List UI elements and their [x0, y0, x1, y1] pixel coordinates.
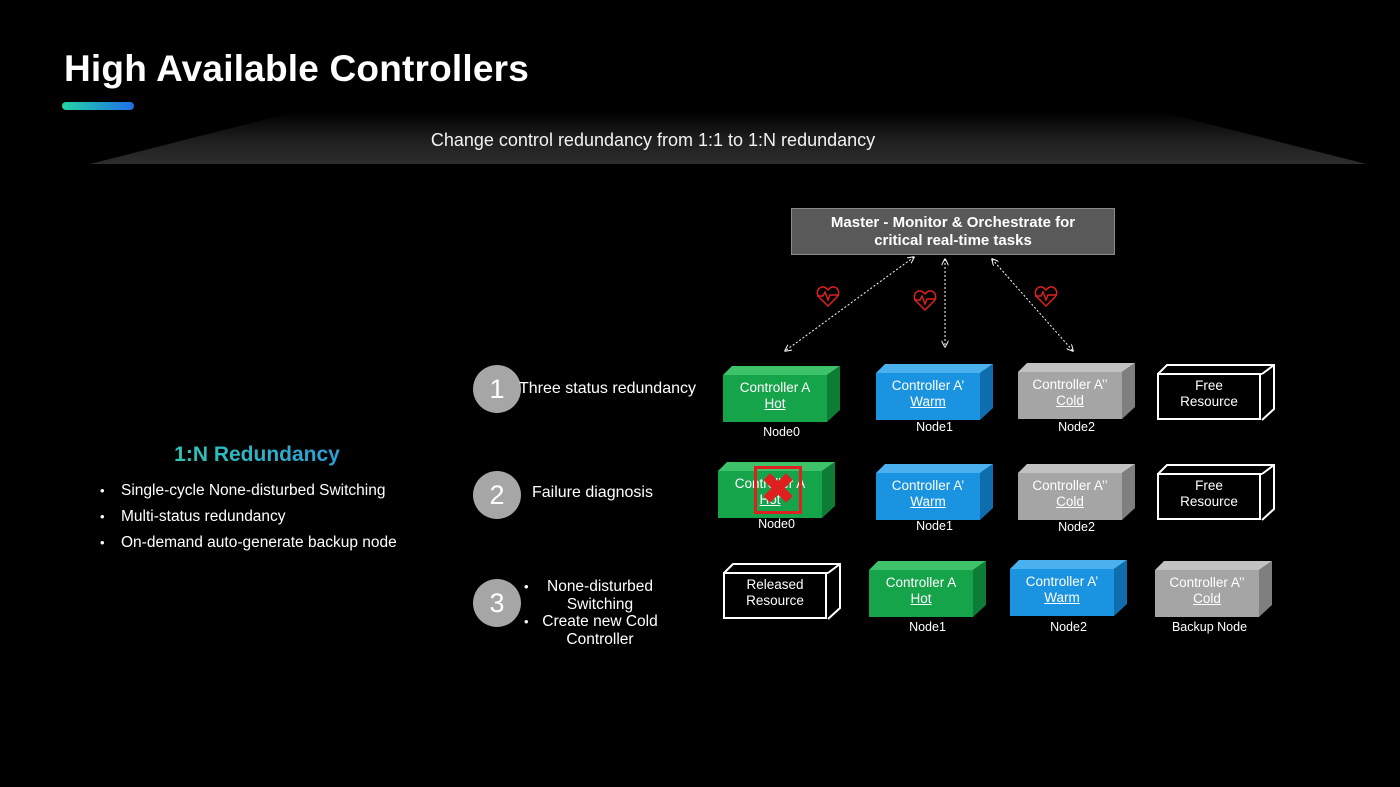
- node-label: Node2: [1058, 420, 1095, 434]
- step-3-circle: 3: [473, 579, 521, 627]
- redundancy-heading: 1:N Redundancy: [112, 443, 402, 467]
- node-label: Node0: [763, 425, 800, 439]
- controller-a-cold-box: Controller A’’Cold: [1155, 561, 1272, 617]
- node-label: Node0: [758, 517, 795, 531]
- master-line-2: critical real-time tasks: [874, 232, 1032, 249]
- heartbeat-icon: [913, 290, 937, 312]
- bullet-item: Single-cycle None-disturbed Switching: [100, 480, 397, 506]
- connection-arrow: [785, 257, 914, 351]
- slide-title: High Available Controllers: [64, 48, 530, 89]
- redundancy-bullet-list: Single-cycle None-disturbed Switching Mu…: [100, 480, 397, 558]
- subtitle: Change control redundancy from 1:1 to 1:…: [430, 130, 876, 150]
- step-3-item: Create new Cold Controller: [520, 613, 680, 648]
- node-label: Node2: [1058, 520, 1095, 534]
- subtitle-banner: [90, 112, 1366, 164]
- heartbeat-icon: [1034, 286, 1058, 308]
- controller-a-warm-box: Controller A’Warm: [876, 364, 993, 420]
- master-orchestrator-box: Master - Monitor & Orchestrate for criti…: [791, 208, 1115, 255]
- bullet-item: On-demand auto-generate backup node: [100, 532, 397, 558]
- controller-a-warm-box: Controller A’Warm: [876, 464, 993, 520]
- controller-a-cold-box: Controller A’’Cold: [1018, 464, 1135, 520]
- failure-x-icon: ✖: [754, 466, 802, 514]
- connection-arrow: [992, 259, 1073, 351]
- controller-a-cold-box: Controller A’’Cold: [1018, 363, 1135, 419]
- heartbeat-icon: [816, 286, 840, 308]
- node-label: Node1: [909, 620, 946, 634]
- step-1-label: Three status redundancy: [519, 380, 696, 397]
- step-2-label: Failure diagnosis: [532, 484, 653, 501]
- controller-a-warm-box: Controller A’Warm: [1010, 560, 1127, 616]
- title-accent-bar: [62, 102, 134, 110]
- step-2-circle: 2: [473, 471, 521, 519]
- node-label: Node1: [916, 519, 953, 533]
- bullet-item: Multi-status redundancy: [100, 506, 397, 532]
- step-3-item: None-disturbed Switching: [520, 578, 680, 613]
- step-3-list: None-disturbed Switching Create new Cold…: [520, 578, 680, 648]
- master-line-1: Master - Monitor & Orchestrate for: [830, 214, 1076, 231]
- step-1-circle: 1: [473, 365, 521, 413]
- node-label: Node1: [916, 420, 953, 434]
- node-label: Node2: [1050, 620, 1087, 634]
- node-label: Backup Node: [1171, 620, 1248, 634]
